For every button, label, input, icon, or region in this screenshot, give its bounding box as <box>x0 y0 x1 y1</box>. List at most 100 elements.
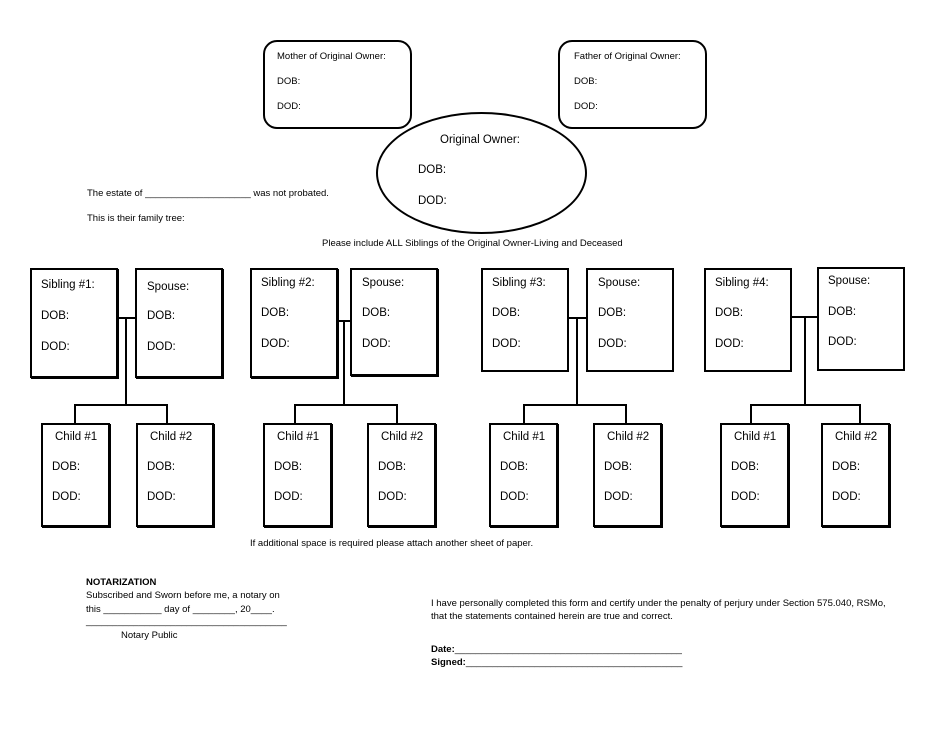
signed-label: Signed: <box>431 657 466 668</box>
mother-dob: DOB: <box>277 76 301 87</box>
mother-dod: DOD: <box>277 101 301 112</box>
children-bar <box>294 404 398 406</box>
child-dod: DOD: <box>731 491 760 503</box>
sibling-dob: DOB: <box>492 307 521 319</box>
sibling-dob: DOB: <box>261 307 290 319</box>
spouse-dod: DOD: <box>598 338 627 350</box>
child-dob: DOB: <box>604 461 633 473</box>
father-title: Father of Original Owner: <box>574 51 681 62</box>
sibling-label: Sibling #1: <box>41 279 95 291</box>
child-dob: DOB: <box>274 461 303 473</box>
child-dob: DOB: <box>731 461 760 473</box>
notary-signature-line: ______________________________________ <box>86 616 287 627</box>
child-drop <box>74 404 76 424</box>
sibling-box: Sibling #3: DOB: DOD: <box>481 268 569 372</box>
child-dod: DOD: <box>500 491 529 503</box>
siblings-note: Please include ALL Siblings of the Origi… <box>322 238 623 249</box>
child-dod: DOD: <box>147 491 176 503</box>
spouse-dod: DOD: <box>828 336 857 348</box>
sibling-dod: DOD: <box>715 338 744 350</box>
spouse-dod: DOD: <box>362 338 391 350</box>
child-drop <box>396 404 398 424</box>
child-label: Child #1 <box>277 431 320 443</box>
child-label: Child #1 <box>55 431 98 443</box>
sibling-dod: DOD: <box>41 341 70 353</box>
spouse-label: Spouse: <box>362 277 405 289</box>
child-label: Child #1 <box>734 431 777 443</box>
descent-line <box>804 316 806 405</box>
owner-title: Original Owner: <box>440 134 520 146</box>
spouse-box: Spouse: DOB: DOD: <box>586 268 674 372</box>
child-drop <box>166 404 168 424</box>
child-box: Child #2 DOB: DOD: <box>367 423 436 527</box>
child-box: Child #1 DOB: DOD: <box>489 423 558 527</box>
notary-public-label: Notary Public <box>121 630 178 641</box>
spouse-dod: DOD: <box>147 341 176 353</box>
child-box: Child #1 DOB: DOD: <box>263 423 332 527</box>
child-box: Child #1 DOB: DOD: <box>720 423 789 527</box>
notarization-heading: NOTARIZATION <box>86 577 157 588</box>
child-dod: DOD: <box>52 491 81 503</box>
spouse-dob: DOB: <box>828 306 857 318</box>
child-dod: DOD: <box>378 491 407 503</box>
child-box: Child #2 DOB: DOD: <box>821 423 890 527</box>
additional-space-note: If additional space is required please a… <box>250 538 534 549</box>
tree-line: This is their family tree: <box>87 213 185 224</box>
children-bar <box>750 404 861 406</box>
child-label: Child #2 <box>381 431 424 443</box>
sibling-dob: DOB: <box>715 307 744 319</box>
child-drop <box>750 404 752 424</box>
child-dod: DOD: <box>832 491 861 503</box>
sibling-box: Sibling #1: DOB: DOD: <box>30 268 118 378</box>
children-bar <box>74 404 168 406</box>
father-box: Father of Original Owner: DOB: DOD: <box>558 40 707 129</box>
child-box: Child #2 DOB: DOD: <box>136 423 214 527</box>
sibling-box: Sibling #2: DOB: DOD: <box>250 268 338 378</box>
child-drop <box>523 404 525 424</box>
date-line: ________________________________________… <box>454 644 682 655</box>
sibling-dod: DOD: <box>492 338 521 350</box>
spouse-dob: DOB: <box>362 307 391 319</box>
sibling-box: Sibling #4: DOB: DOD: <box>704 268 792 372</box>
father-dob: DOB: <box>574 76 598 87</box>
child-drop <box>294 404 296 424</box>
father-dod: DOD: <box>574 101 598 112</box>
child-dob: DOB: <box>832 461 861 473</box>
spouse-dob: DOB: <box>147 310 176 322</box>
sibling-label: Sibling #3: <box>492 277 546 289</box>
child-drop <box>859 404 861 424</box>
date-field: Date:___________________________________… <box>431 644 682 655</box>
spouse-box: Spouse: DOB: DOD: <box>350 268 438 376</box>
spouse-label: Spouse: <box>598 277 641 289</box>
spouse-label: Spouse: <box>147 281 190 293</box>
child-label: Child #2 <box>607 431 650 443</box>
child-dod: DOD: <box>274 491 303 503</box>
owner-dob: DOB: <box>418 164 447 176</box>
date-label: Date: <box>431 644 455 655</box>
sibling-dob: DOB: <box>41 310 70 322</box>
child-label: Child #1 <box>503 431 546 443</box>
notarization-line1: Subscribed and Sworn before me, a notary… <box>86 590 280 601</box>
child-dob: DOB: <box>52 461 81 473</box>
spouse-label: Spouse: <box>828 275 871 287</box>
child-box: Child #1 DOB: DOD: <box>41 423 110 527</box>
children-bar <box>523 404 627 406</box>
sibling-label: Sibling #4: <box>715 277 769 289</box>
mother-box: Mother of Original Owner: DOB: DOD: <box>263 40 412 129</box>
child-box: Child #2 DOB: DOD: <box>593 423 662 527</box>
spouse-box: Spouse: DOB: DOD: <box>135 268 223 378</box>
child-drop <box>625 404 627 424</box>
child-label: Child #2 <box>835 431 878 443</box>
child-dob: DOB: <box>378 461 407 473</box>
notarization-line2: this ___________ day of ________, 20____… <box>86 604 275 615</box>
owner-dod: DOD: <box>418 195 447 207</box>
estate-line: The estate of ____________________ was n… <box>87 188 329 199</box>
certification-line2: that the statements contained herein are… <box>431 611 673 622</box>
child-label: Child #2 <box>150 431 193 443</box>
descent-line <box>576 317 578 405</box>
sibling-label: Sibling #2: <box>261 277 315 289</box>
signed-field: Signed:_________________________________… <box>431 657 682 668</box>
original-owner-ellipse <box>376 112 587 234</box>
signed-line: ________________________________________… <box>465 657 683 668</box>
sibling-dod: DOD: <box>261 338 290 350</box>
